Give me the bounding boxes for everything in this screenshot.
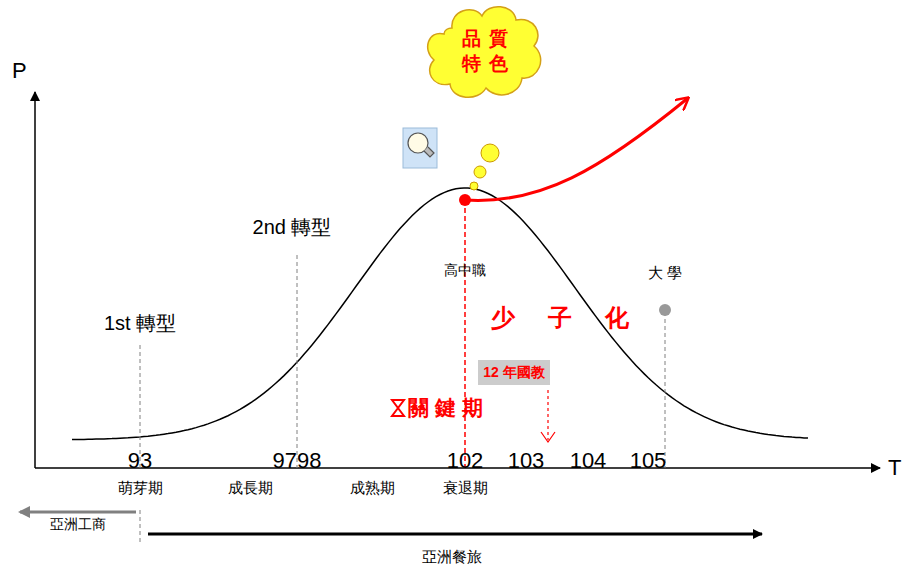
school-label: 亞洲餐旅	[422, 548, 482, 565]
trend-label: 少 子 化	[491, 304, 628, 332]
phase-label: 2nd 轉型	[253, 216, 332, 239]
axis-label: T	[888, 455, 901, 480]
node-text: 品 質 特 色	[460, 27, 510, 76]
school-label: 高中職	[444, 262, 486, 278]
stage-label: 萌芽期	[118, 479, 163, 496]
stage-label: 成長期	[228, 479, 273, 496]
year-label: 104	[570, 448, 607, 473]
year-label: 103	[508, 448, 545, 473]
critical-label: 關 鍵 期	[408, 396, 483, 420]
node-text: 12 年國教	[483, 363, 545, 381]
year-label: 102	[447, 448, 484, 473]
school-label: 大 學	[648, 264, 682, 281]
phase-label: 1st 轉型	[104, 312, 176, 335]
year-label: 93	[128, 448, 152, 473]
year-label: 105	[630, 448, 667, 473]
stage-label: 成熟期	[350, 479, 395, 496]
year-label: 9798	[273, 448, 322, 473]
stage-label: 衰退期	[443, 479, 488, 496]
axis-label: P	[12, 58, 27, 83]
school-label: 亞洲工商	[50, 516, 106, 532]
note-box: 12 年國教	[478, 360, 550, 385]
thought-cloud: 品 質 特 色	[422, 2, 548, 102]
cloud-shape	[422, 2, 548, 102]
